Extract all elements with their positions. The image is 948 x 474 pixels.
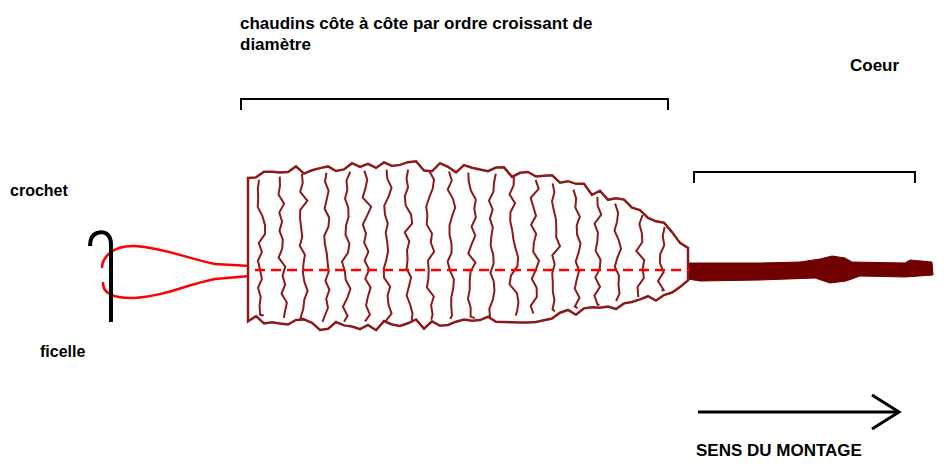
direction-label: SENS DU MONTAGE	[696, 440, 936, 461]
casing-fold	[531, 180, 539, 314]
casing-fold	[594, 197, 601, 305]
casing-fold	[258, 180, 265, 316]
casing-fold	[300, 174, 308, 320]
casing-fold	[426, 171, 434, 320]
casing-fold	[636, 215, 644, 296]
hook	[90, 232, 111, 322]
casing-outline	[248, 161, 688, 330]
chaudins	[248, 161, 688, 330]
bracket	[694, 172, 915, 183]
part-name: ficelle	[40, 342, 130, 362]
heart	[688, 256, 933, 283]
casing-fold	[489, 174, 496, 318]
string	[102, 246, 250, 298]
casing-fold	[615, 204, 622, 301]
casing-fold	[448, 172, 456, 319]
string-inside	[255, 269, 690, 272]
casing-fold	[552, 183, 560, 311]
casing-fold	[384, 170, 392, 322]
direction-arrow	[698, 395, 899, 429]
casing-fold	[342, 172, 350, 322]
part-name: crochet	[10, 181, 100, 201]
casing-fold	[468, 173, 476, 319]
casing-fold	[658, 227, 665, 291]
casing-fold	[322, 173, 329, 322]
casing-fold	[279, 177, 287, 318]
casing-fold	[363, 171, 371, 322]
bracket	[241, 99, 668, 110]
casing-fold	[405, 169, 413, 320]
bracket-label: chaudins côte à côte par ordre croissant…	[240, 13, 640, 56]
casing-fold	[573, 190, 580, 308]
casing-fold	[510, 176, 519, 315]
bracket-label: Coeur	[850, 55, 940, 76]
